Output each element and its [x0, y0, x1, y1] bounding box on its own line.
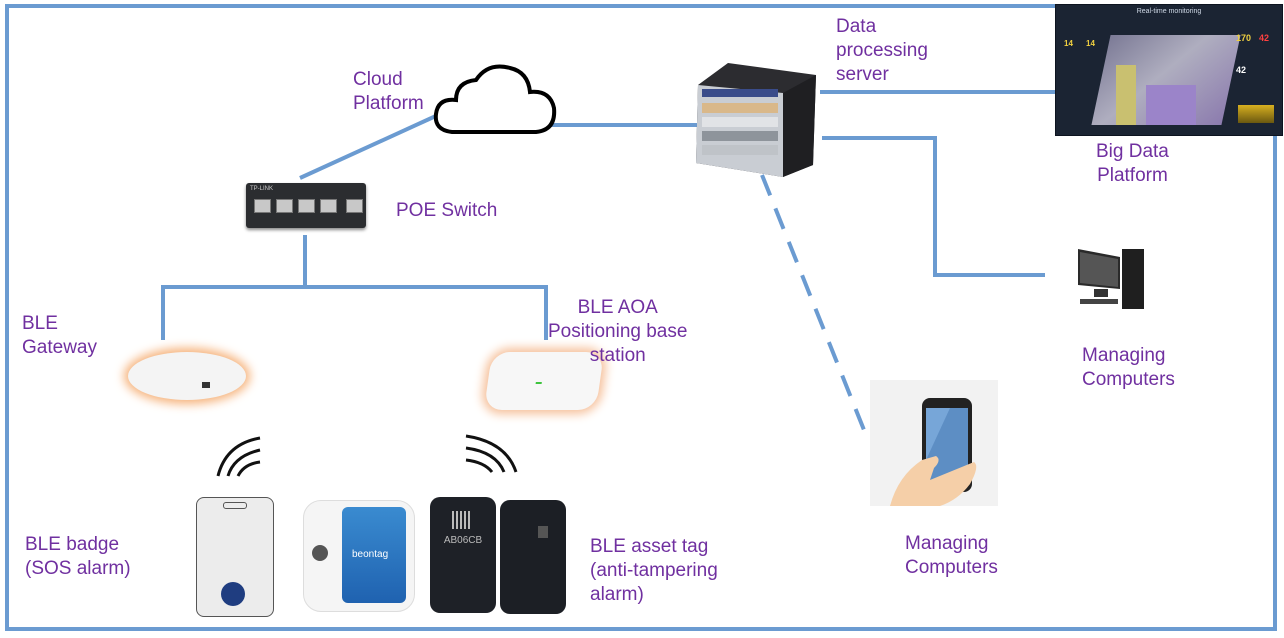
cloud-icon [433, 64, 557, 134]
server-rack-icon [696, 63, 816, 177]
smartphone-hand-icon[interactable] [870, 380, 998, 506]
network-switch-icon: TP-LINK [246, 183, 366, 228]
line-switch-cloud [299, 113, 439, 180]
line-server-desktop [822, 136, 1045, 277]
dashboard-screen-icon[interactable]: Real-time monitoring 14 14 170 42 42 [1055, 4, 1283, 136]
beacon-icon: beontag [303, 500, 415, 612]
badge-icon [196, 497, 274, 617]
line-server-mobile [760, 174, 870, 441]
ceiling-gateway-icon [128, 352, 246, 400]
asset-tag-back-icon [500, 500, 566, 614]
wireless-signal-icon [465, 434, 518, 473]
dashboard-title: Real-time monitoring [1136, 8, 1202, 15]
wireless-signal-icon [216, 436, 261, 477]
line-bus [161, 285, 548, 340]
desktop-computer-icon [1078, 249, 1144, 309]
asset-tag-front-icon: AB06CB [430, 497, 496, 613]
poe-switch-label: POE Switch [396, 200, 498, 221]
diagram-frame [5, 4, 1277, 631]
badge-label: BLE badge(SOS alarm) [25, 534, 131, 579]
